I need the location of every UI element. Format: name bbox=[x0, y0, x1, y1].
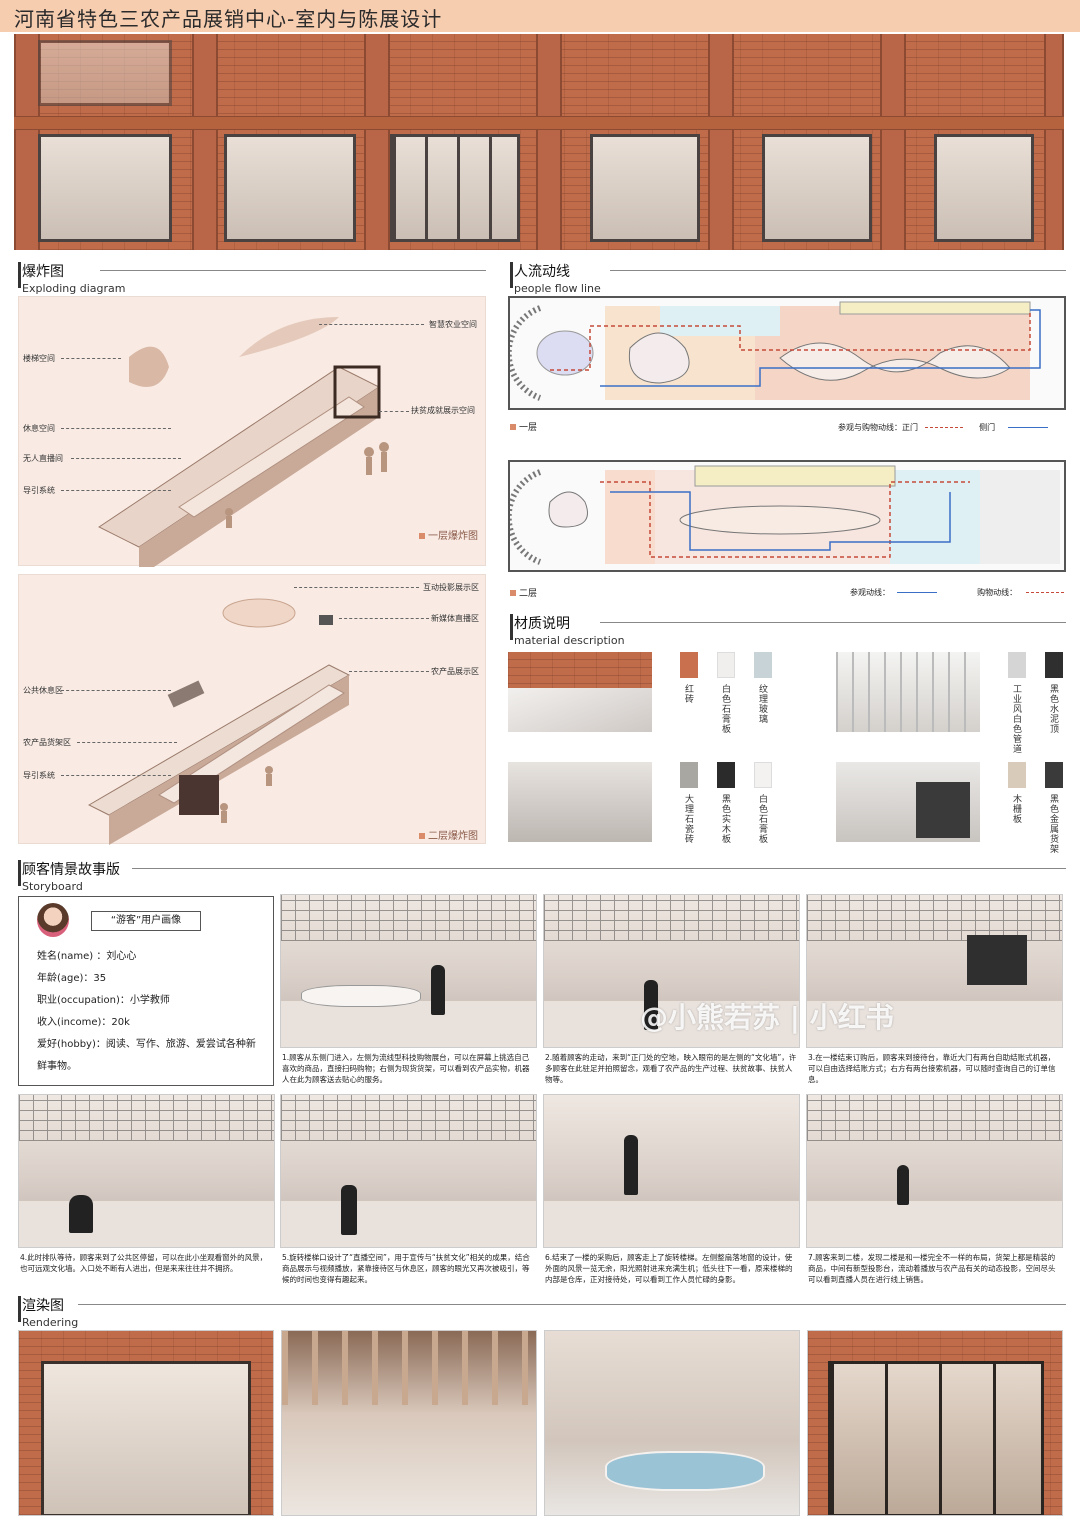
rendering-4 bbox=[807, 1330, 1063, 1516]
explode-illustration-1 bbox=[98, 317, 389, 567]
story-caption-5: 5.旋转楼梯口设计了“直播空间”，用于宣传与“扶贫文化”相关的成果，结合商品展示… bbox=[282, 1253, 530, 1284]
flow-floor2-label: 二层 bbox=[510, 586, 537, 599]
window-7 bbox=[934, 134, 1034, 242]
material-photo-3 bbox=[508, 762, 652, 842]
section-rendering-header: 渲染图 Rendering bbox=[22, 1298, 79, 1329]
material-label: 木栅板 bbox=[1011, 794, 1021, 824]
explode-panel-1: 智慧农业空间 楼梯空间 扶贫成就展示空间 休息空间 无人直播间 导引系统 一层爆… bbox=[18, 296, 486, 567]
persona-name: 姓名(name) ：刘心心 bbox=[37, 951, 137, 962]
flow-legend-1: 参观与购物动线：正门 侧门 bbox=[838, 422, 1048, 433]
story-scene-5 bbox=[280, 1094, 537, 1248]
label-public-rest: 公共休息区 bbox=[23, 686, 63, 695]
facade-elevation bbox=[14, 34, 1064, 250]
story-caption-7: 7.顾客来到二楼，发现二楼是和一楼完全不一样的布局，货架上都是精装的商品，中间有… bbox=[808, 1253, 1056, 1284]
story-scene-2 bbox=[543, 894, 800, 1048]
section-material-header: 材质说明 material description bbox=[514, 616, 625, 647]
swatch-black-cement bbox=[1045, 652, 1063, 678]
story-caption-3: 3.在一楼结束订购后，顾客来到接待台，靠近大门有两台自助结账式机器，可以自由选择… bbox=[808, 1053, 1056, 1084]
section-exploding-header: 爆炸图 Exploding diagram bbox=[22, 264, 126, 295]
label-poverty: 扶贫成就展示空间 bbox=[411, 406, 475, 415]
material-label: 白色石膏板 bbox=[720, 684, 730, 734]
swatch-white-pipe bbox=[1008, 652, 1026, 678]
persona-occupation: 职业(occupation)：小学教师 bbox=[37, 995, 170, 1006]
rendering-2 bbox=[281, 1330, 537, 1516]
swatch-marble bbox=[680, 762, 698, 788]
persona-hobby-cont: 鲜事物。 bbox=[37, 1061, 77, 1072]
material-photo-4 bbox=[836, 762, 980, 842]
material-label: 大理石瓷砖 bbox=[683, 794, 693, 844]
rendering-3 bbox=[544, 1330, 800, 1516]
persona-income: 收入(income)：20k bbox=[37, 1017, 130, 1028]
page-title: 河南省特色三农产品展销中心-室内与陈展设计 bbox=[14, 7, 443, 31]
label-projection: 互动投影展示区 bbox=[423, 583, 479, 592]
story-caption-1: 1.顾客从东侧门进入，左侧为流线型科技购物展台，可以在屏幕上挑选自己喜欢的商品，… bbox=[282, 1053, 530, 1084]
story-scene-6 bbox=[543, 1094, 800, 1248]
swatch-red-brick bbox=[680, 652, 698, 678]
story-caption-2: 2.随着顾客的走动，来到“正门处的空地，映入眼帘的是左侧的“文化墙”，许多顾客在… bbox=[545, 1053, 797, 1084]
material-label: 黑色实木板 bbox=[720, 794, 730, 844]
explode-panel-2: 互动投影展示区 新媒体直播区 农产品展示区 公共休息区 农产品货架区 导引系统 … bbox=[18, 574, 486, 845]
window-5 bbox=[590, 134, 700, 242]
material-photo-1 bbox=[508, 652, 652, 732]
swatch-black-wood bbox=[717, 762, 735, 788]
window-6 bbox=[762, 134, 872, 242]
story-scene-3 bbox=[806, 894, 1063, 1048]
label-stair: 楼梯空间 bbox=[23, 354, 55, 363]
swatch-texture-glass bbox=[754, 652, 772, 678]
persona-card: “游客”用户画像 姓名(name) ：刘心心 年龄(age)：35 职业(occ… bbox=[18, 896, 274, 1086]
material-label: 纹理玻璃 bbox=[757, 684, 767, 724]
window-2 bbox=[38, 134, 172, 242]
material-label: 红砖 bbox=[683, 684, 693, 704]
explode-tag-2: 二层爆炸图 bbox=[419, 827, 478, 842]
label-live: 无人直播间 bbox=[23, 454, 63, 463]
swatch-black-shelf bbox=[1045, 762, 1063, 788]
material-label: 黑色金属货架 bbox=[1048, 794, 1058, 854]
persona-age: 年龄(age)：35 bbox=[37, 973, 107, 984]
story-scene-4 bbox=[18, 1094, 275, 1248]
watermark: @小熊若苏 | 小红书 bbox=[640, 1001, 894, 1034]
flow-legend-2: 参观动线： 购物动线： bbox=[850, 587, 1064, 598]
floor-plan-1 bbox=[508, 296, 1066, 410]
rendering-1 bbox=[18, 1330, 274, 1516]
persona-hobby: 爱好(hobby)：阅读、写作、旅游、爱尝试各种新 bbox=[37, 1039, 256, 1050]
story-scene-7 bbox=[806, 1094, 1063, 1248]
label-guide-2: 导引系统 bbox=[23, 771, 55, 780]
title-bar: 河南省特色三农产品展销中心-室内与陈展设计 bbox=[0, 0, 1080, 32]
window-3 bbox=[224, 134, 356, 242]
story-caption-4: 4.此时排队等待，顾客来到了公共区停留，可以在此小坐观看窗外的风景，也可远观文化… bbox=[20, 1253, 268, 1273]
explode-illustration-2 bbox=[87, 598, 351, 845]
label-smart-agri: 智慧农业空间 bbox=[429, 320, 477, 329]
swatch-white-gypsum-2 bbox=[754, 762, 772, 788]
label-shelf: 农产品货架区 bbox=[23, 738, 71, 747]
window-1 bbox=[38, 40, 172, 106]
material-photo-2 bbox=[836, 652, 980, 732]
material-label: 白色石膏板 bbox=[757, 794, 767, 844]
persona-heading: “游客”用户画像 bbox=[91, 911, 201, 931]
label-media: 新媒体直播区 bbox=[431, 614, 479, 623]
story-caption-6: 6.结束了一楼的采购后，顾客走上了旋转楼梯。左侧整扇落地窗的设计，使外面的风景一… bbox=[545, 1253, 793, 1284]
floor-plan-2 bbox=[508, 460, 1066, 572]
material-label: 黑色水泥顶 bbox=[1048, 684, 1058, 734]
label-rest: 休息空间 bbox=[23, 424, 55, 433]
flow-floor1-label: 一层 bbox=[510, 420, 537, 433]
label-product: 农产品展示区 bbox=[431, 667, 479, 676]
section-storyboard-header: 顾客情景故事版 Storyboard bbox=[22, 862, 120, 893]
swatch-white-gypsum bbox=[717, 652, 735, 678]
swatch-wood-grille bbox=[1008, 762, 1026, 788]
story-scene-1 bbox=[280, 894, 537, 1048]
label-guide: 导引系统 bbox=[23, 486, 55, 495]
avatar bbox=[37, 903, 69, 937]
section-flow-header: 人流动线 people flow line bbox=[514, 264, 601, 295]
window-4 bbox=[390, 134, 520, 242]
material-label: 工业风白色管道 bbox=[1011, 684, 1021, 754]
explode-tag-1: 一层爆炸图 bbox=[419, 527, 478, 542]
